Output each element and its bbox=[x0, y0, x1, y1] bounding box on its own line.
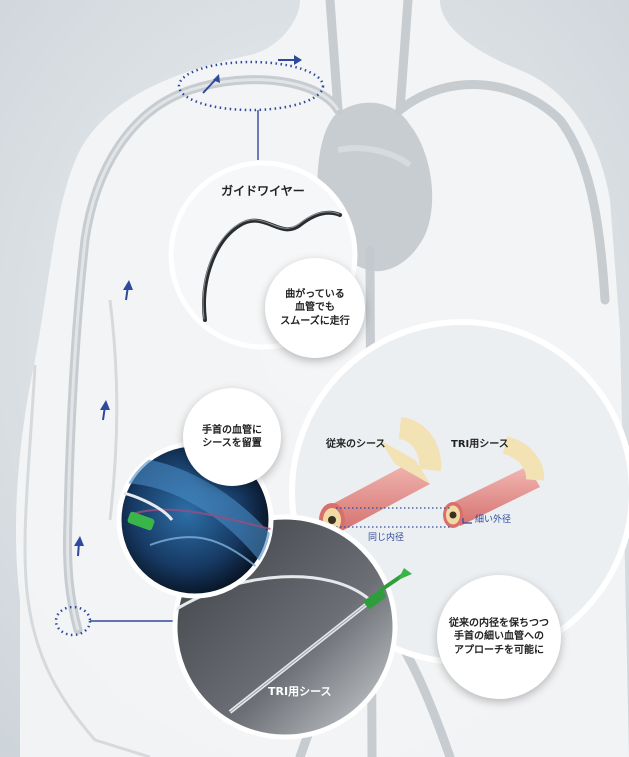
thin-outer-label: 細い外径 bbox=[475, 514, 545, 526]
guidewire-note-bubble: 曲がっている 血管でも スムーズに走行 bbox=[265, 258, 365, 358]
benefit-note: 従来の内径を保ちつつ 手首の細い血管への アプローチを可能に bbox=[449, 617, 549, 658]
same-inner-label: 同じ内径 bbox=[368, 532, 438, 544]
conventional-sheath-label: 従来のシース bbox=[326, 438, 416, 452]
wrist-note-bubble: 手首の血管に シースを留置 bbox=[183, 388, 281, 486]
tri-sheath-label: TRI用シース bbox=[451, 438, 541, 452]
wrist-note: 手首の血管に シースを留置 bbox=[202, 424, 262, 451]
benefit-note-bubble: 従来の内径を保ちつつ 手首の細い血管への アプローチを可能に bbox=[437, 575, 561, 699]
guidewire-title: ガイドワイヤー bbox=[198, 183, 328, 199]
guidewire-note: 曲がっている 血管でも スムーズに走行 bbox=[280, 288, 350, 329]
tri-sheath-bottom-label: TRI用シース bbox=[268, 685, 378, 700]
